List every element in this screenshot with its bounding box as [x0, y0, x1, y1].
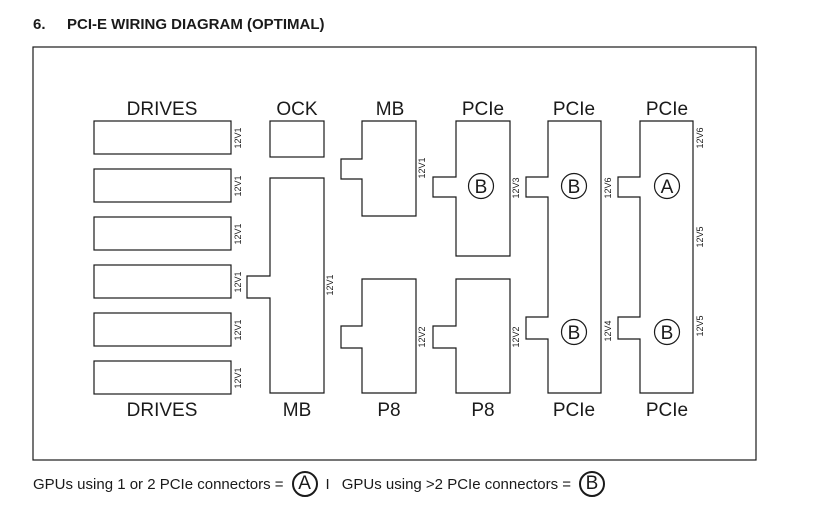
- pcie-col6-connector: [617, 120, 694, 394]
- marker-col5-bottom: B: [568, 323, 581, 344]
- legend-text-a: GPUs using 1 or 2 PCIe connectors =: [33, 475, 284, 493]
- label-pcie-mid-top: PCIe: [462, 99, 504, 120]
- section-heading: 6. PCI-E WIRING DIAGRAM (OPTIMAL): [33, 16, 324, 33]
- pcie-col5-connector: [525, 120, 602, 394]
- marker-circle-col6-bottom: [653, 318, 681, 346]
- marker-pcie-mid: B: [475, 177, 488, 198]
- pcie-mid-connector: [432, 120, 511, 257]
- label-drives-top: DRIVES: [127, 99, 198, 120]
- rail-drive-1: 12V1: [233, 127, 243, 148]
- rail-drive-3: 12V1: [233, 223, 243, 244]
- label-pcie-col5-bottom: PCIe: [553, 400, 595, 421]
- section-number: 6.: [33, 16, 46, 33]
- label-ock: OCK: [276, 99, 318, 120]
- label-pcie-col6-bottom: PCIe: [646, 400, 688, 421]
- marker-circle-col5-bottom: [560, 318, 588, 346]
- legend-symbol-b: B: [579, 471, 606, 497]
- drive-slot-4: [93, 264, 232, 299]
- rail-col6-mid: 12V5: [695, 226, 705, 247]
- legend: GPUs using 1 or 2 PCIe connectors = A I …: [33, 471, 613, 497]
- rail-drive-4: 12V1: [233, 271, 243, 292]
- marker-circle-pcie-mid: [467, 172, 495, 200]
- section-title: PCI-E WIRING DIAGRAM (OPTIMAL): [67, 16, 325, 33]
- legend-symbol-a: A: [291, 471, 318, 497]
- drive-slot-5: [93, 312, 232, 347]
- legend-text-b: GPUs using >2 PCIe connectors =: [341, 475, 572, 493]
- legend-separator: I: [325, 475, 330, 493]
- label-mb-bottom: MB: [283, 400, 312, 421]
- rail-col5-bottom: 12V4: [603, 320, 613, 341]
- label-mb-top: MB: [376, 99, 405, 120]
- marker-circle-col5-top: [560, 172, 588, 200]
- rail-p8-b: 12V2: [511, 326, 521, 347]
- diagram-frame: [32, 46, 757, 461]
- rail-p8-a: 12V2: [417, 326, 427, 347]
- rail-col6-bottom: 12V5: [695, 315, 705, 336]
- mb-top-connector: [340, 120, 417, 217]
- rail-mb-long: 12V1: [325, 274, 335, 295]
- label-pcie-col6-top: PCIe: [646, 99, 688, 120]
- rail-col5-top: 12V6: [603, 177, 613, 198]
- label-p8-a: P8: [377, 400, 400, 421]
- label-drives-bottom: DRIVES: [127, 400, 198, 421]
- marker-col6-bottom: B: [661, 323, 674, 344]
- ock-slot: [269, 120, 325, 158]
- marker-col6-top: A: [661, 177, 674, 198]
- rail-col6-top: 12V6: [695, 127, 705, 148]
- drive-slot-2: [93, 168, 232, 203]
- p8-connector-b: [432, 278, 511, 394]
- drive-slot-6: [93, 360, 232, 395]
- p8-connector-a: [340, 278, 417, 394]
- mb-long-connector: [246, 177, 325, 394]
- label-pcie-col5-top: PCIe: [553, 99, 595, 120]
- rail-drive-6: 12V1: [233, 367, 243, 388]
- rail-pcie-mid: 12V3: [511, 177, 521, 198]
- rail-drive-2: 12V1: [233, 175, 243, 196]
- drive-slot-1: [93, 120, 232, 155]
- label-p8-b: P8: [471, 400, 494, 421]
- rail-mb-top: 12V1: [417, 157, 427, 178]
- rail-drive-5: 12V1: [233, 319, 243, 340]
- marker-circle-col6-top: [653, 172, 681, 200]
- drive-slot-3: [93, 216, 232, 251]
- marker-col5-top: B: [568, 177, 581, 198]
